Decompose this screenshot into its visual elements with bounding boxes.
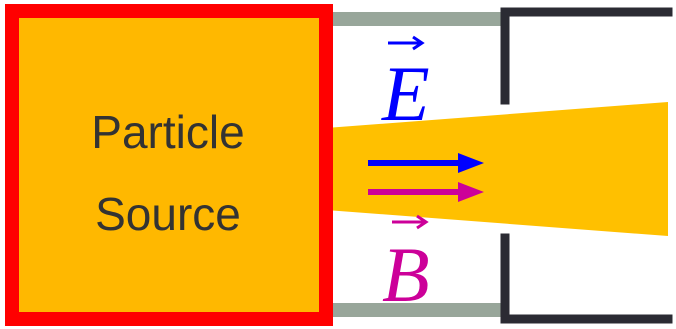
magnetic-field-arrow-icon	[368, 182, 484, 202]
electric-vector-arrow-head	[412, 35, 425, 51]
lower-aperture-wall	[500, 233, 673, 324]
source-label-line2: Source	[95, 188, 241, 240]
magnetic-field-label: B	[382, 231, 430, 318]
particle-source-box	[5, 4, 333, 326]
source-label-line1: Particle	[91, 106, 244, 158]
top-plate	[330, 12, 504, 26]
electric-field-arrow-icon	[368, 153, 484, 173]
upper-aperture-wall	[500, 7, 673, 105]
magnetic-vector-arrow-head	[416, 214, 429, 230]
electric-field-symbol: E	[381, 35, 430, 137]
electric-field-label: E	[381, 50, 430, 137]
particle-beam	[326, 102, 668, 236]
magnetic-field-symbol: B	[382, 214, 430, 318]
bottom-plate	[330, 303, 504, 317]
